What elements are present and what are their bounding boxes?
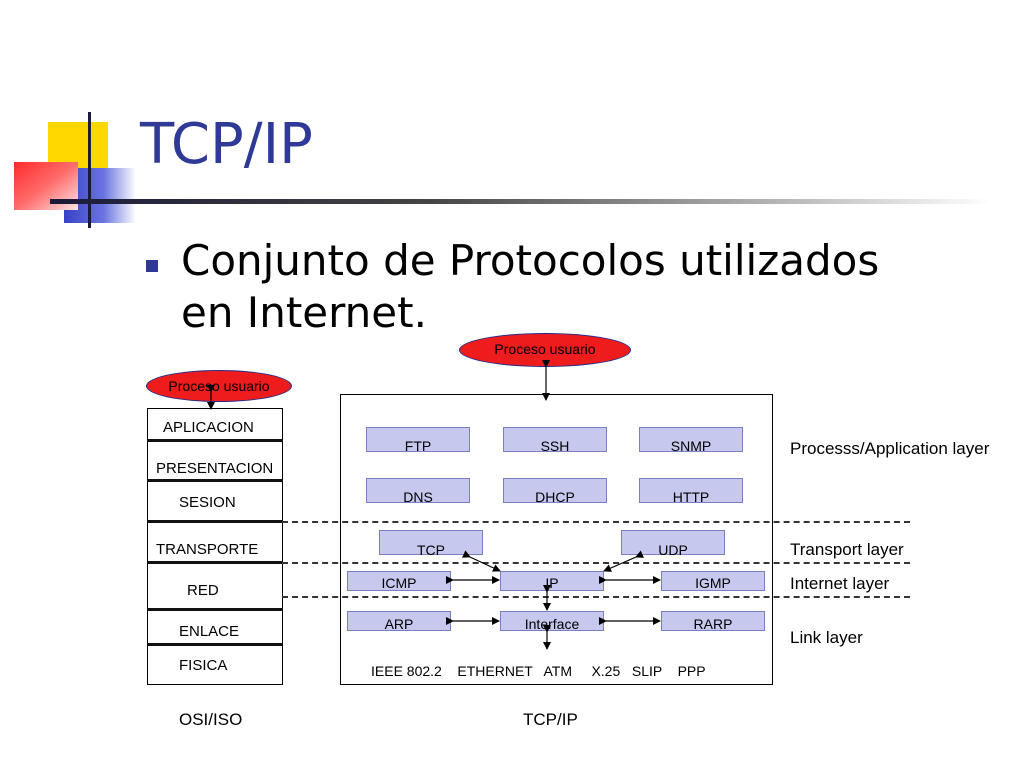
tcpip-caption: TCP/IP [523,710,578,729]
protocol-http: HTTP [639,478,743,505]
arrow-udp-to-ip [603,550,645,572]
slide-title: TCP/IP [140,112,313,177]
protocol-udp: UDP [621,530,725,558]
osi-layer-red: RED [187,582,219,599]
protocol-igmp: IGMP [661,571,765,591]
protocol-ssh: SSH [503,427,607,454]
protocol-snmp: SNMP [639,427,743,454]
layer-label-link: Link layer [790,628,863,647]
osi-separator [147,479,283,482]
osi-user-process-label: Proceso usuario [168,378,270,394]
protocol-dns: DNS [366,478,470,505]
protocol-ip: IP [500,571,604,591]
protocol-dhcp: DHCP [503,478,607,505]
bullet-text: Conjunto de Protocolos utilizados en Int… [181,236,880,337]
layer-boundary-dashed [282,562,910,564]
osi-separator [147,608,283,611]
osi-separator [147,439,283,442]
osi-layer-sesion: SESION [179,494,236,511]
layer-label-transport: Transport layer [790,540,904,559]
layer-label-application: Processs/Application layer [790,439,990,458]
osi-layer-fisica: FISICA [179,657,228,674]
osi-separator [147,561,283,564]
arrow-tcp-to-ip [461,550,501,572]
protocol-ftp: FTP [366,427,470,454]
tcpip-stack-frame [340,394,773,685]
tcpip-user-process-label: Proceso usuario [494,341,596,357]
osi-layer-enlace: ENLACE [179,623,240,640]
osi-stack [147,408,283,685]
bullet-icon [146,260,158,272]
layer-boundary-dashed [282,521,910,523]
osi-layer-presentacion: PRESENTACION [156,460,274,477]
layer-boundary-dashed [282,596,910,598]
title-underline [50,199,990,204]
layer-label-internet: Internet layer [790,574,890,593]
osi-separator [147,643,283,646]
physical-media-list: IEEE 802.2 ETHERNET ATM X.25 SLIP PPP [371,663,706,679]
osi-separator [147,520,283,523]
osi-user-process-oval: Proceso usuario [146,370,292,402]
osi-layer-transporte: TRANSPORTE [156,541,259,558]
osi-layer-aplicacion: APLICACION [163,419,254,436]
protocol-arp: ARP [347,611,451,632]
osi-caption: OSI/ISO [179,710,243,729]
protocol-rarp: RARP [661,611,765,632]
decorative-vertical-line [88,112,91,228]
